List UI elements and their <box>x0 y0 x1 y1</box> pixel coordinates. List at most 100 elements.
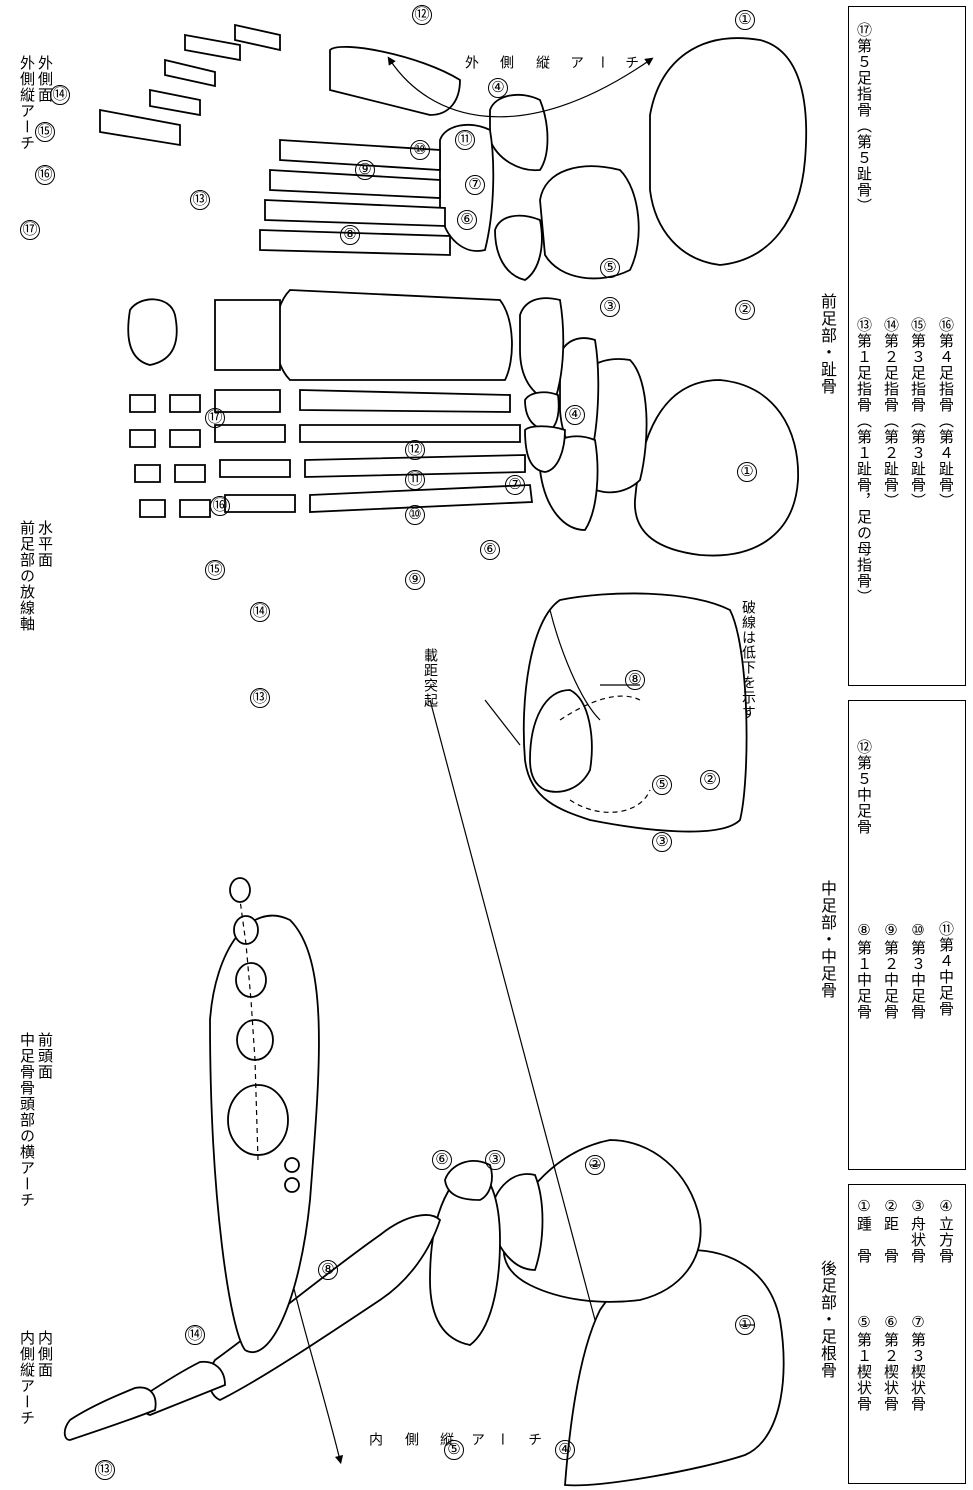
frontal-title-line2: 中足骨骨頭部の横アーチ <box>18 1032 36 1208</box>
marker-3: ③ <box>485 1150 505 1170</box>
legend-item: ⑥第２楔状骨 <box>882 1313 899 1412</box>
marker-1: ① <box>737 462 757 482</box>
medial-arch-char: ー <box>492 1432 512 1447</box>
frontal-metatarsal-head-3 <box>236 963 266 997</box>
marker-11: ⑪ <box>455 130 475 150</box>
legend-item: ⑮第３足指骨（第３趾骨） <box>909 317 926 509</box>
medial-arch-char: 内 <box>365 1432 385 1447</box>
marker-16: ⑯ <box>35 165 55 185</box>
marker-4: ④ <box>555 1440 575 1460</box>
marker-4: ④ <box>565 405 585 425</box>
calcaneus-detail-view <box>485 593 747 831</box>
frontal-metatarsal-head-5 <box>230 878 250 902</box>
frontal-metatarsal-head-1 <box>228 1085 288 1155</box>
horizontal-view-title: 水平面 前足部の放線軸 <box>18 520 54 632</box>
marker-6: ⑥ <box>480 540 500 560</box>
legend-item: ⑤第１楔状骨 <box>855 1313 872 1412</box>
hindfoot-legend-box: ①踵 骨 ②距 骨 ③舟状骨 ④立方骨 ⑤第１楔状骨 ⑥第２楔状骨 ⑦第３楔状骨 <box>848 1184 966 1484</box>
lateral-title-line2: 外側縦アーチ <box>18 55 36 151</box>
lateral-calcaneus <box>650 38 806 265</box>
horizontal-cuneiform-2 <box>525 392 559 430</box>
lateral-phalanges <box>100 25 280 145</box>
midfoot-section-title: 中足部・中足骨 <box>815 880 839 999</box>
marker-8: ⑧ <box>318 1260 338 1280</box>
marker-14: ⑭ <box>50 85 70 105</box>
lateral-arch-char: ー <box>592 55 612 70</box>
lateral-arch-char: チ <box>621 55 641 70</box>
marker-10: ⑩ <box>405 505 425 525</box>
sustentaculum-label: 載距突起 <box>420 648 440 708</box>
lateral-metatarsals <box>260 47 460 255</box>
marker-7: ⑦ <box>465 175 485 195</box>
medial-title-line1: 内側面 <box>36 1330 54 1426</box>
marker-2: ② <box>700 770 720 790</box>
horizontal-calcaneus <box>635 380 798 556</box>
marker-2: ② <box>585 1155 605 1175</box>
legend-item: ⑬第１足指骨（第１趾骨，足の母指骨） <box>855 317 872 605</box>
marker-3: ③ <box>652 832 672 852</box>
horizontal-metatarsals <box>275 290 532 512</box>
marker-17: ⑰ <box>205 408 225 428</box>
marker-14: ⑭ <box>185 1325 205 1345</box>
marker-12: ⑫ <box>405 440 425 460</box>
sustentaculum-pointer <box>485 700 520 745</box>
medial-view-title: 内側面 内側縦アーチ <box>18 1330 54 1426</box>
hindfoot-section-title: 後足部・足根骨 <box>815 1260 839 1379</box>
marker-8: ⑧ <box>625 670 645 690</box>
marker-9: ⑨ <box>405 570 425 590</box>
legend-item: ⑯第４足指骨（第４趾骨） <box>937 317 954 509</box>
marker-5: ⑤ <box>652 775 672 795</box>
marker-6: ⑥ <box>432 1150 452 1170</box>
lateral-navicular <box>495 216 542 280</box>
marker-14: ⑭ <box>250 602 270 622</box>
marker-5: ⑤ <box>600 258 620 278</box>
marker-3: ③ <box>600 297 620 317</box>
midfoot-legend-box: ⑧第１中足骨 ⑨第２中足骨 ⑩第３中足骨 ⑪第４中足骨 ⑫第５中足骨 <box>848 700 966 1170</box>
legend-item: ⑭第２足指骨（第２趾骨） <box>882 317 899 509</box>
horizontal-title-line1: 水平面 <box>36 520 54 632</box>
legend-item: ⑪第４中足骨 <box>937 921 954 1017</box>
lateral-arch-char: 側 <box>496 55 516 70</box>
marker-5: ⑤ <box>444 1440 464 1460</box>
legend-item: ⑫第５中足骨 <box>855 739 872 835</box>
forefoot-section-title: 前足部・趾骨 <box>815 293 839 395</box>
horizontal-title-line2: 前足部の放線軸 <box>18 520 36 632</box>
forefoot-legend-box: ⑬第１足指骨（第１趾骨，足の母指骨） ⑭第２足指骨（第２趾骨） ⑮第３足指骨（第… <box>848 6 966 686</box>
frontal-title-line1: 前頭面 <box>36 1032 54 1208</box>
marker-15: ⑮ <box>35 122 55 142</box>
marker-16: ⑯ <box>210 496 230 516</box>
frontal-view-title: 前頭面 中足骨骨頭部の横アーチ <box>18 1032 54 1208</box>
marker-1: ① <box>735 10 755 30</box>
marker-13: ⑬ <box>250 688 270 708</box>
legend-item: ②距 骨 <box>882 1197 899 1264</box>
marker-13: ⑬ <box>190 190 210 210</box>
marker-11: ⑪ <box>405 470 425 490</box>
legend-item: ⑩第３中足骨 <box>909 921 926 1020</box>
frontal-metatarsal-head-2 <box>237 1020 273 1060</box>
medial-arch-char: ア <box>467 1432 487 1447</box>
lateral-arch-char: ア <box>566 55 586 70</box>
legend-item: ④立方骨 <box>937 1197 954 1264</box>
medial-arch-char: 側 <box>401 1432 421 1447</box>
horizontal-foot-view <box>128 290 798 556</box>
lateral-arch-char: 外 <box>461 55 481 70</box>
medial-arch-char: チ <box>524 1432 544 1447</box>
medial-phalanx-distal <box>65 1387 156 1440</box>
legend-item: ③舟状骨 <box>909 1197 926 1264</box>
lateral-foot-view <box>100 25 806 280</box>
lateral-cuboid <box>490 95 548 170</box>
marker-9: ⑨ <box>355 160 375 180</box>
marker-6: ⑥ <box>457 210 477 230</box>
frontal-metatarsal-view <box>210 878 319 1352</box>
marker-8: ⑧ <box>340 225 360 245</box>
marker-10: ⑩ <box>410 140 430 160</box>
dashed-note-label: 破線は低下を示す <box>738 600 758 720</box>
marker-2: ② <box>735 300 755 320</box>
marker-1: ① <box>735 1315 755 1335</box>
marker-15: ⑮ <box>205 560 225 580</box>
marker-13: ⑬ <box>95 1460 115 1480</box>
marker-7: ⑦ <box>505 475 525 495</box>
legend-item: ⑧第１中足骨 <box>855 921 872 1020</box>
legend-item: ⑰第５足指骨（第５趾骨） <box>855 22 872 214</box>
